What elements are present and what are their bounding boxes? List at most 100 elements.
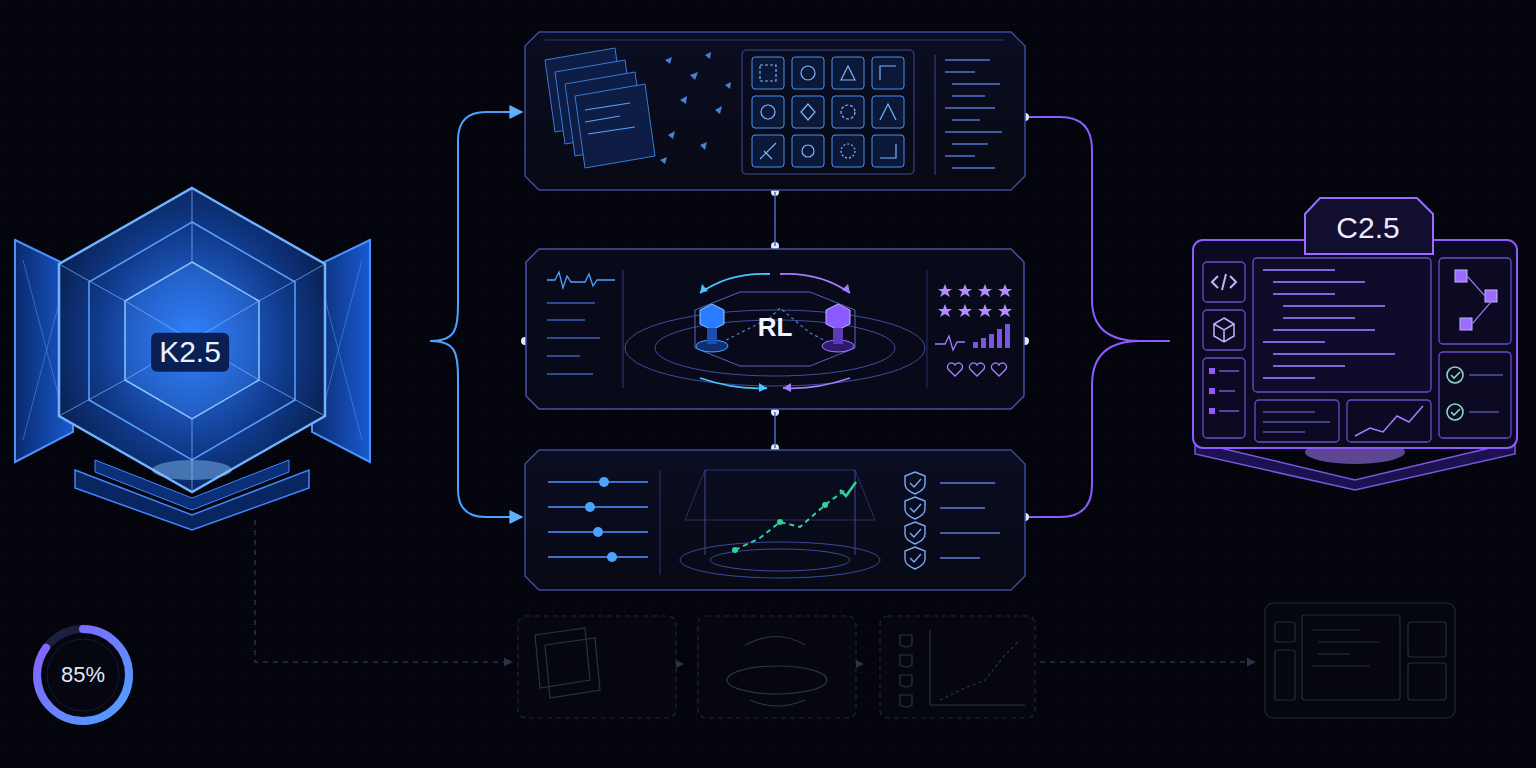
eval-panel bbox=[905, 547, 925, 569]
data-panel bbox=[952, 119, 980, 121]
data-panel bbox=[934, 55, 936, 175]
faded-pipeline bbox=[900, 635, 912, 647]
eval-panel bbox=[940, 483, 1000, 558]
data-panel bbox=[752, 96, 784, 128]
coder-device-illustration bbox=[1219, 370, 1239, 372]
rl-panel-frame bbox=[625, 310, 925, 386]
eval-panel bbox=[548, 482, 648, 557]
rl-panel-frame bbox=[969, 363, 984, 376]
coder-device-illustration bbox=[1305, 198, 1433, 254]
rl-panel-frame bbox=[833, 328, 843, 344]
data-panel bbox=[705, 52, 711, 59]
coder-device-illustration bbox=[1219, 410, 1239, 412]
faded-pipeline bbox=[545, 638, 600, 698]
faded-pipeline bbox=[940, 640, 1020, 700]
rl-panel-frame bbox=[938, 304, 952, 317]
eval-panel bbox=[680, 470, 880, 578]
eval-panel bbox=[525, 450, 1025, 590]
data-panel bbox=[945, 155, 975, 157]
coder-device-illustration bbox=[1273, 353, 1395, 355]
rl-panel-frame bbox=[989, 334, 994, 348]
rl-panel-frame bbox=[526, 249, 1024, 409]
data-panel bbox=[952, 95, 985, 97]
faded-pipeline bbox=[698, 616, 856, 718]
coder-device-illustration bbox=[1263, 377, 1315, 379]
branch-wire bbox=[1025, 341, 1140, 517]
coder-device-illustration bbox=[1283, 317, 1355, 319]
rl-panel-frame bbox=[547, 272, 615, 288]
eval-panel bbox=[840, 482, 856, 496]
rl-panel-frame bbox=[978, 284, 992, 297]
model-label: C2.5 bbox=[1336, 211, 1399, 246]
rl-panel-frame bbox=[958, 284, 972, 297]
faded-pipeline bbox=[929, 630, 930, 705]
coder-device-illustration bbox=[1439, 352, 1511, 438]
eval-panel bbox=[940, 557, 980, 559]
data-panel bbox=[760, 65, 896, 159]
coder-device-illustration bbox=[1283, 305, 1385, 307]
coder-device-illustration bbox=[1467, 276, 1491, 324]
crystal-illustration bbox=[59, 264, 125, 301]
coder-device-illustration bbox=[1209, 408, 1215, 414]
coder-device-illustration bbox=[1203, 258, 1511, 442]
crystal-illustration bbox=[152, 460, 232, 480]
faded-pipeline bbox=[676, 660, 864, 668]
data-panel bbox=[841, 144, 855, 158]
faded-pipeline bbox=[1312, 665, 1370, 666]
faded-pipeline bbox=[900, 695, 912, 707]
faded-pipeline bbox=[535, 628, 590, 688]
rl-panel-frame bbox=[981, 338, 986, 348]
data-panel bbox=[841, 105, 855, 119]
faded-pipeline bbox=[727, 666, 827, 694]
data-panel bbox=[872, 135, 904, 167]
rl-panel-frame bbox=[700, 304, 724, 330]
coder-device-illustration bbox=[1355, 406, 1423, 436]
data-panel bbox=[760, 65, 776, 81]
crystal-illustration bbox=[59, 188, 325, 492]
eval-panel bbox=[735, 490, 845, 550]
data-panel bbox=[690, 72, 698, 80]
data-panel bbox=[945, 71, 975, 73]
rl-panel-frame bbox=[707, 328, 717, 344]
coder-device-illustration bbox=[1203, 358, 1245, 438]
rl-panel-frame bbox=[997, 329, 1002, 348]
faded-pipeline bbox=[900, 655, 912, 667]
branch-wire bbox=[430, 341, 522, 517]
rl-panel-frame bbox=[947, 363, 962, 376]
rl-panel-frame bbox=[710, 308, 840, 348]
eval-panel bbox=[822, 502, 828, 508]
crystal-illustration bbox=[320, 280, 362, 440]
eval-panel bbox=[905, 497, 925, 519]
eval-panel bbox=[705, 470, 706, 555]
data-panel bbox=[880, 104, 896, 120]
rl-panel-frame bbox=[826, 304, 850, 330]
coder-device-illustration bbox=[1460, 318, 1472, 330]
faded-pipeline bbox=[1275, 615, 1446, 700]
faded-pipeline bbox=[535, 628, 1025, 707]
eval-panel bbox=[680, 542, 880, 578]
progress-ring-graphic bbox=[47, 639, 119, 711]
data-panel bbox=[841, 66, 855, 80]
coder-device-illustration bbox=[1447, 367, 1463, 383]
coder-device-illustration bbox=[1263, 341, 1325, 343]
eval-panel bbox=[710, 549, 850, 571]
eval-panel bbox=[910, 554, 921, 562]
rl-panel-frame bbox=[547, 302, 595, 304]
coder-device-illustration bbox=[1219, 390, 1235, 392]
stage-label: RL bbox=[758, 313, 793, 343]
coder-device-illustration bbox=[1253, 258, 1431, 392]
crystal-illustration bbox=[59, 188, 325, 492]
coder-device-illustration bbox=[1455, 270, 1497, 330]
data-panel bbox=[752, 135, 784, 167]
model-crystal: K2.5 bbox=[15, 170, 370, 530]
crystal-illustration bbox=[125, 301, 259, 380]
rl-panel-frame bbox=[935, 336, 965, 350]
data-panel bbox=[880, 144, 896, 158]
progress-ring: 85% bbox=[30, 622, 136, 728]
rl-panel-frame bbox=[958, 304, 972, 317]
rl-panel-frame bbox=[780, 274, 850, 293]
crystal-illustration bbox=[192, 188, 193, 262]
data-panel bbox=[872, 57, 904, 89]
data-panel bbox=[792, 57, 824, 89]
progress-ring-graphic bbox=[37, 629, 129, 721]
